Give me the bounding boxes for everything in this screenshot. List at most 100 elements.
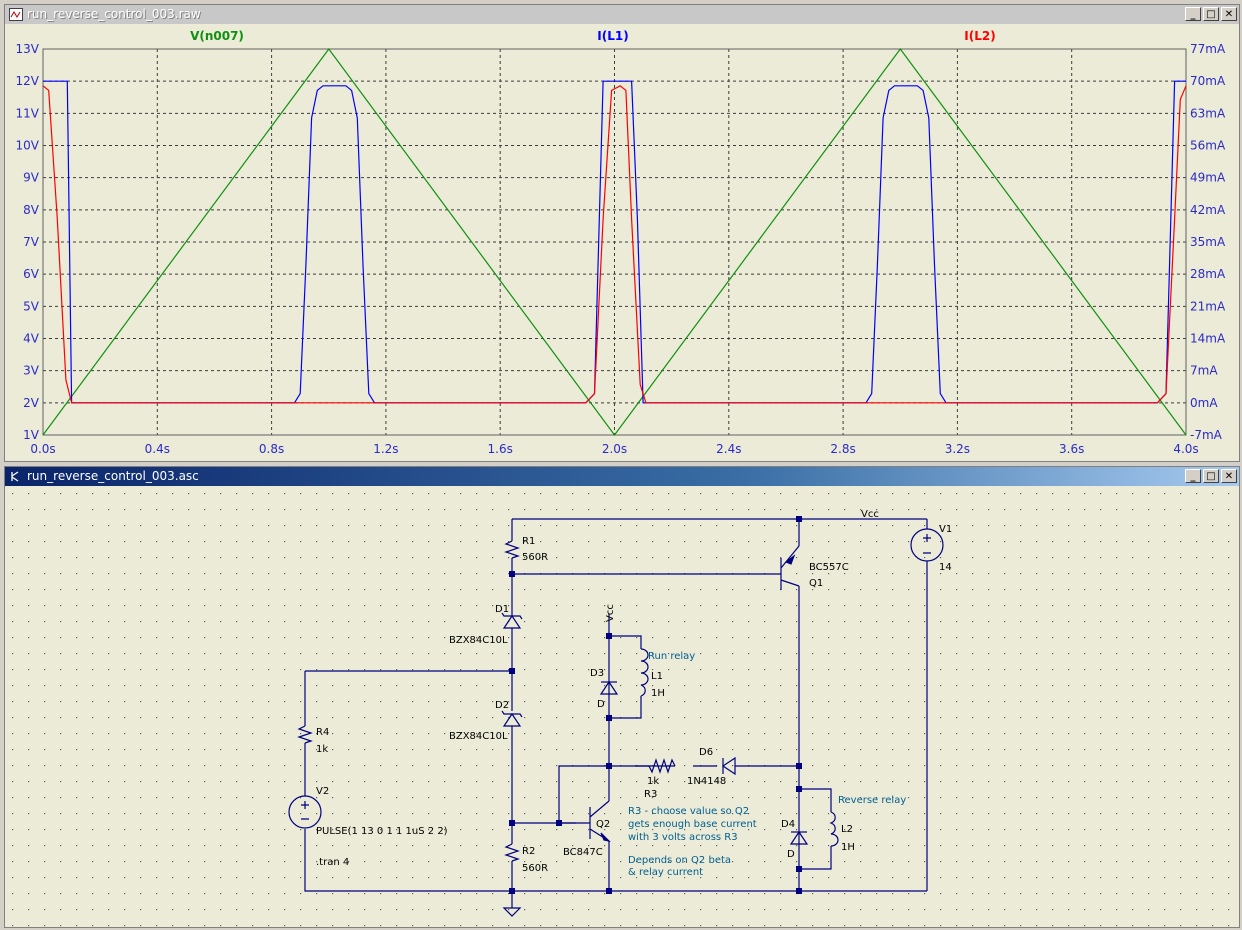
- schematic-maximize-button[interactable]: □: [1203, 469, 1219, 483]
- label-d2-value: BZX84C10L: [449, 731, 508, 742]
- y-right-tick-label: 7mA: [1190, 364, 1218, 378]
- y-right-tick-label: -7mA: [1190, 428, 1223, 442]
- ground-symbol: [502, 891, 522, 917]
- label-v2-name: V2: [316, 786, 329, 797]
- y-right-tick-label: 56mA: [1190, 139, 1226, 153]
- label-note1-line3: with 3 volts across R3: [628, 832, 738, 843]
- label-d4-name: D4: [781, 819, 795, 830]
- y-left-tick-label: 12V: [16, 74, 40, 88]
- resistor-r1[interactable]: [504, 540, 520, 559]
- label-q2-name: Q2: [596, 819, 610, 830]
- y-right-tick-label: 14mA: [1190, 332, 1226, 346]
- x-tick-label: 1.6s: [488, 442, 513, 456]
- y-right-tick-label: 28mA: [1190, 267, 1226, 281]
- label-note2-line2: & relay current: [628, 867, 703, 878]
- series-line-vn007: [42, 47, 1187, 437]
- x-tick-label: 3.2s: [945, 442, 970, 456]
- schematic-wires: [304, 518, 928, 892]
- label-q1-name: Q1: [809, 578, 823, 589]
- y-right-tick-label: 0mA: [1190, 396, 1218, 410]
- waveform-window: run_reverse_control_003.raw _ □ ✕ 13V 12V…: [4, 4, 1240, 462]
- zener-diode-d2[interactable]: [501, 710, 523, 727]
- label-d6-name: D6: [699, 747, 713, 758]
- x-tick-label: 3.6s: [1059, 442, 1084, 456]
- schematic-minimize-button[interactable]: _: [1185, 469, 1201, 483]
- y-left-tick-label: 3V: [23, 364, 40, 378]
- inductor-l2[interactable]: [829, 811, 839, 847]
- label-d2-name: D2: [495, 700, 509, 711]
- label-q2-value: BC847C: [563, 847, 603, 858]
- label-note1-line2: gets enough base current: [628, 819, 757, 830]
- label-r2-name: R2: [522, 846, 535, 857]
- schematic-titlebar[interactable]: run_reverse_control_003.asc _ □ ✕: [5, 467, 1239, 486]
- waveform-app-icon: [9, 8, 23, 21]
- waveform-close-button[interactable]: ✕: [1221, 7, 1237, 21]
- transistor-q1[interactable]: [772, 545, 800, 590]
- x-tick-label: 1.2s: [373, 442, 398, 456]
- waveform-maximize-button[interactable]: □: [1203, 7, 1219, 21]
- label-l2-name: L2: [841, 824, 853, 835]
- waveform-plot[interactable]: 13V12V11V10V9V8V7V6V5V4V3V2V1V77mA70mA63…: [5, 24, 1239, 461]
- y-left-tick-label: 1V: [23, 428, 40, 442]
- x-tick-label: 2.8s: [830, 442, 855, 456]
- label-note2-line1: Depends on Q2 beta: [628, 855, 731, 866]
- y-right-tick-label: 42mA: [1190, 203, 1226, 217]
- resistor-r4[interactable]: [297, 725, 313, 744]
- label-tran-directive: .tran 4: [316, 857, 349, 868]
- schematic-close-button[interactable]: ✕: [1221, 469, 1237, 483]
- label-d3-value: D: [597, 699, 605, 710]
- voltage-source-v2[interactable]: [288, 795, 322, 829]
- inductor-l1[interactable]: [640, 648, 649, 697]
- y-left-tick-label: 2V: [23, 396, 40, 410]
- label-r3-name: R3: [644, 789, 657, 800]
- y-left-tick-label: 5V: [23, 299, 40, 313]
- waveform-titlebar[interactable]: run_reverse_control_003.raw _ □ ✕: [5, 5, 1239, 24]
- y-left-tick-label: 8V: [23, 203, 40, 217]
- label-run-relay: Run relay: [648, 651, 695, 662]
- y-right-tick-label: 77mA: [1190, 42, 1226, 56]
- y-right-tick-label: 70mA: [1190, 74, 1226, 88]
- x-tick-label: 4.0s: [1173, 442, 1198, 456]
- diode-d6[interactable]: [721, 756, 736, 776]
- x-tick-label: 0.4s: [145, 442, 170, 456]
- label-d6-value: 1N4148: [687, 776, 726, 787]
- y-right-tick-label: 63mA: [1190, 106, 1226, 120]
- legend-label: I(L1): [597, 29, 628, 43]
- resistor-r3[interactable]: [635, 758, 676, 774]
- label-v1-value: 14: [939, 562, 952, 573]
- transistor-q2[interactable]: [576, 800, 611, 842]
- y-left-tick-label: 9V: [23, 171, 40, 185]
- y-left-tick-label: 13V: [16, 42, 40, 56]
- label-v1-name: V1: [939, 524, 952, 535]
- y-right-tick-label: 35mA: [1190, 235, 1226, 249]
- label-r2-value: 560R: [522, 863, 548, 874]
- label-d4-value: D: [787, 849, 795, 860]
- label-vcc-top: Vcc: [861, 509, 879, 520]
- y-right-tick-label: 21mA: [1190, 299, 1226, 313]
- waveform-window-title: run_reverse_control_003.raw: [27, 7, 201, 21]
- legend-label: V(n007): [190, 29, 244, 43]
- resistor-r2[interactable]: [504, 843, 520, 862]
- y-left-tick-label: 4V: [23, 332, 40, 346]
- schematic-window: run_reverse_control_003.asc _ □ ✕: [4, 466, 1240, 928]
- schematic-canvas-pane[interactable]: Vcc Vcc R1 560R BC557C Q1 V1 14 D1 BZX84…: [5, 486, 1239, 927]
- label-l2-value: 1H: [841, 842, 855, 853]
- waveform-minimize-button[interactable]: _: [1185, 7, 1201, 21]
- y-left-tick-label: 11V: [16, 106, 40, 120]
- label-vcc-relay: Vcc: [605, 604, 616, 622]
- label-r1-value: 560R: [522, 552, 548, 563]
- diode-d4[interactable]: [789, 830, 809, 845]
- label-reverse-relay: Reverse relay: [838, 795, 906, 806]
- zener-diode-d1[interactable]: [501, 611, 523, 629]
- y-left-tick-label: 7V: [23, 235, 40, 249]
- label-r1-name: R1: [522, 536, 535, 547]
- schematic-canvas[interactable]: Vcc Vcc R1 560R BC557C Q1 V1 14 D1 BZX84…: [5, 486, 1239, 927]
- label-r4-value: 1k: [316, 744, 328, 755]
- label-d3-name: D3: [590, 668, 604, 679]
- voltage-source-v1[interactable]: [910, 528, 944, 562]
- diode-d3[interactable]: [599, 680, 619, 695]
- x-tick-label: 2.0s: [602, 442, 627, 456]
- label-l1-value: 1H: [651, 688, 665, 699]
- label-note1-line1: R3 - choose value so Q2: [628, 806, 749, 817]
